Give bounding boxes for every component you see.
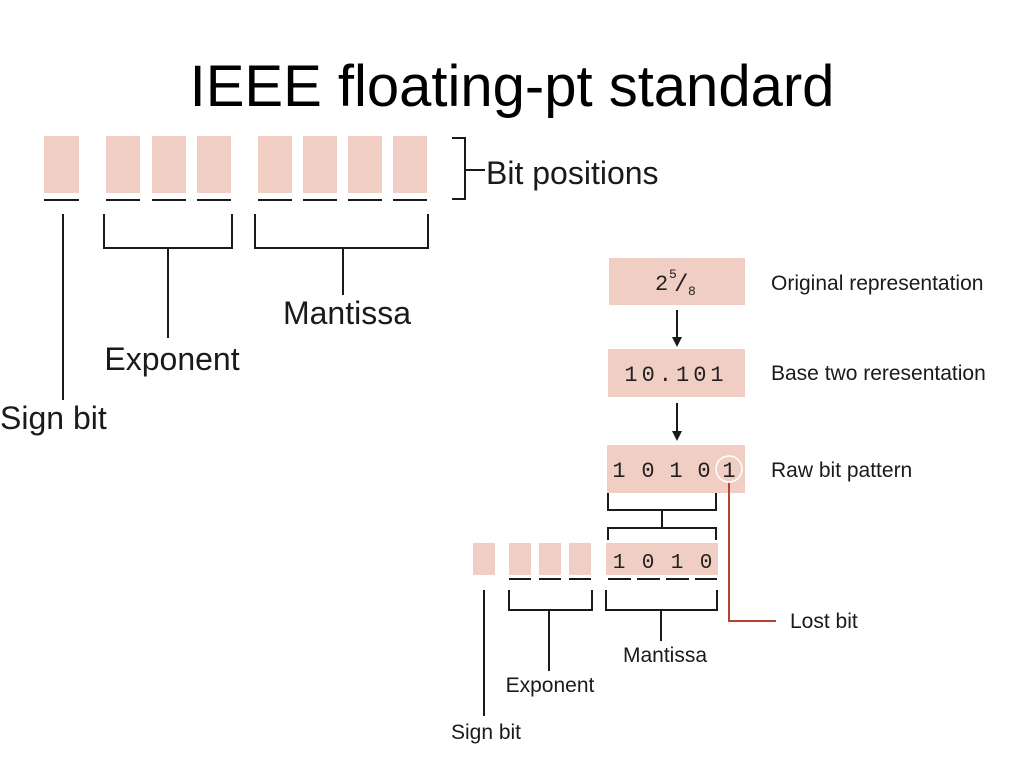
right-mantissa-bracket [605,590,718,641]
left-exponent-bracket [103,214,233,338]
raw-bit-pattern-box: 1 0 1 0 1 [607,445,745,493]
base-two-box: 10.101 [608,349,745,397]
original-base: 2 [655,272,668,297]
lost-bit-circle [715,455,743,483]
original-denominator: 8 [688,284,696,299]
original-slash: / [674,272,688,299]
raw-bit: 0 [697,459,710,484]
mantissa-bit: 0 [700,552,713,575]
right-exponent-bracket [508,590,593,671]
base-two-value: 10.101 [624,363,727,388]
mantissa-bit: 1 [613,552,626,575]
lost-bit-label: Lost bit [790,610,858,633]
mantissa-bit: 1 [671,552,684,575]
right-mantissa-cells: 1 0 1 0 [606,543,718,580]
left-bit-diagram: Bit positions Mantissa Exponent Sign bit [0,136,659,436]
right-conversion-diagram: 2 5 / 8 Original representation 10.101 B… [451,258,986,744]
left-exponent-cells [106,136,231,201]
left-mantissa-bracket [254,214,429,295]
right-sign-cell [473,543,495,575]
bit-positions-bracket [452,137,485,200]
base-two-label: Base two reresentation [771,362,986,385]
right-exponent-cells [509,543,591,580]
left-sign-cell [44,136,79,201]
right-exponent-label: Exponent [506,674,595,697]
raw-bit-lost: 1 [722,459,735,484]
raw-bit: 1 [669,459,682,484]
raw-to-mantissa-bracket [607,493,717,540]
lost-bit-line [728,483,776,622]
raw-bit: 1 [612,459,625,484]
right-mantissa-label: Mantissa [623,644,707,667]
slide-title: IEEE floating-pt standard [189,54,835,119]
left-sign-label: Sign bit [0,400,107,436]
original-numerator: 5 [669,267,677,282]
left-mantissa-cells [258,136,427,201]
left-mantissa-label: Mantissa [283,295,411,331]
original-representation-label: Original representation [771,272,983,295]
mantissa-bit: 0 [642,552,655,575]
raw-bit-pattern-label: Raw bit pattern [771,459,912,482]
raw-bit: 0 [641,459,654,484]
bit-positions-label: Bit positions [486,155,659,191]
right-sign-label: Sign bit [451,721,521,744]
left-exponent-label: Exponent [104,341,239,377]
original-representation-box: 2 5 / 8 [609,258,745,305]
